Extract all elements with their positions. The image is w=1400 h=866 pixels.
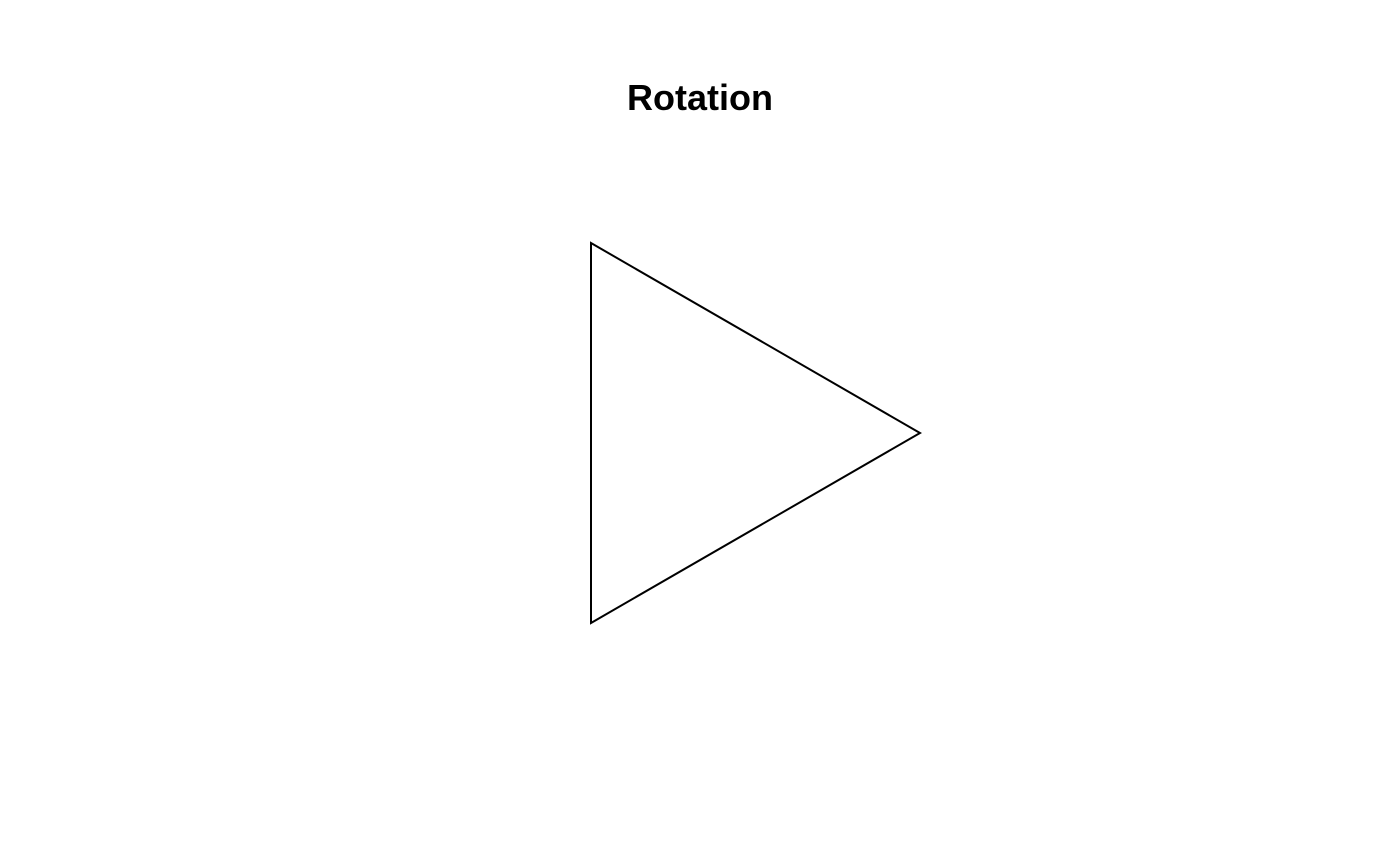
- triangle-shape: [590, 241, 922, 625]
- figure-title: Rotation: [627, 77, 773, 118]
